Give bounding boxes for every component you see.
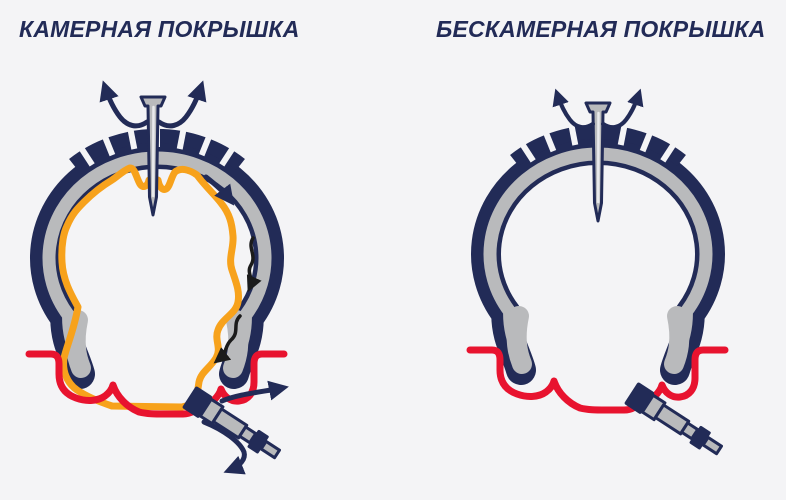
- tube-tire-diagram: [29, 87, 289, 475]
- tubeless-tire-title: БЕСКАМЕРНАЯ ПОКРЫШКА: [436, 16, 766, 42]
- tubeless-tire-diagram: [470, 94, 726, 463]
- valve-air-leak-arrows: [201, 380, 289, 475]
- tube-air-flow-arrows: [203, 174, 262, 364]
- tube-tire-title: КАМЕРНАЯ ПОКРЫШКА: [19, 16, 300, 42]
